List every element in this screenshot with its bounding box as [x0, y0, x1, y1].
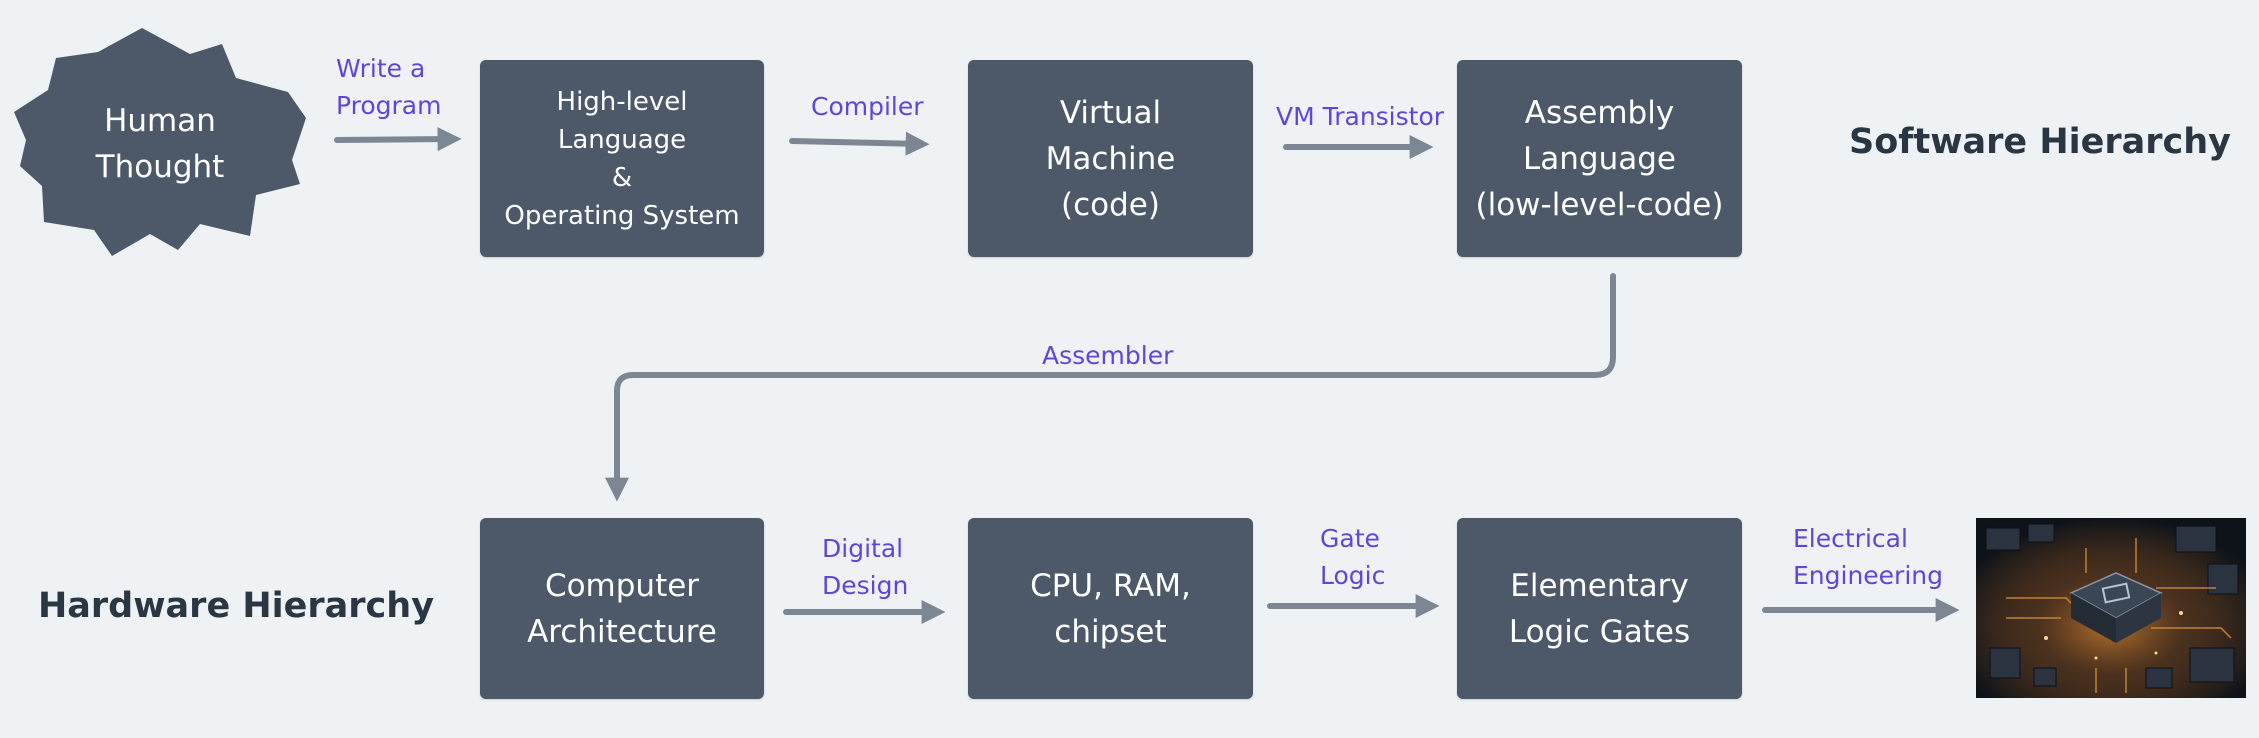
assembly-language-label: Assembly Language (low-level-code) — [1475, 94, 1724, 223]
edge-label-compiler: Compiler — [811, 92, 924, 121]
edge-label-write-program: Write a Program — [336, 54, 442, 120]
cpu-ram-chipset-box: CPU, RAM, chipset — [968, 518, 1253, 699]
edge-label-electrical-engineering: Electrical Engineering — [1793, 524, 1943, 590]
arrow-write-program — [334, 127, 462, 152]
edge-label-gate-logic: Gate Logic — [1320, 524, 1386, 590]
human-thought-node: Human Thought — [0, 0, 320, 264]
virtual-machine-label: Virtual Machine (code) — [1045, 94, 1176, 223]
software-hierarchy-heading: Software Hierarchy — [1849, 122, 2231, 162]
cpu-ram-chipset-label: CPU, RAM, chipset — [1030, 567, 1191, 650]
computer-architecture-box: Computer Architecture — [480, 518, 764, 699]
virtual-machine-box: Virtual Machine (code) — [968, 60, 1253, 257]
edge-label-assembler: Assembler — [1042, 341, 1174, 370]
circuit-board-image — [1976, 518, 2246, 698]
computer-architecture-label: Computer Architecture — [527, 567, 717, 650]
circuit-board-chip-icon — [1976, 518, 2246, 698]
edge-label-digital-design: Digital Design — [822, 534, 909, 600]
arrow-compiler — [789, 131, 930, 156]
elementary-logic-gates-label: Elementary Logic Gates — [1508, 567, 1691, 650]
elementary-logic-gates-box: Elementary Logic Gates — [1457, 518, 1742, 699]
arrow-assembler — [605, 273, 1616, 502]
edge-label-vm-translator: VM Transistor — [1276, 102, 1445, 131]
assembly-language-box: Assembly Language (low-level-code) — [1457, 60, 1742, 257]
human-thought-label: Human Thought — [95, 103, 225, 185]
high-level-language-box: High-level Language & Operating System — [480, 60, 764, 257]
hardware-hierarchy-heading: Hardware Hierarchy — [38, 586, 435, 626]
high-level-language-label: High-level Language & Operating System — [504, 86, 740, 231]
starburst-shape — [14, 28, 306, 256]
